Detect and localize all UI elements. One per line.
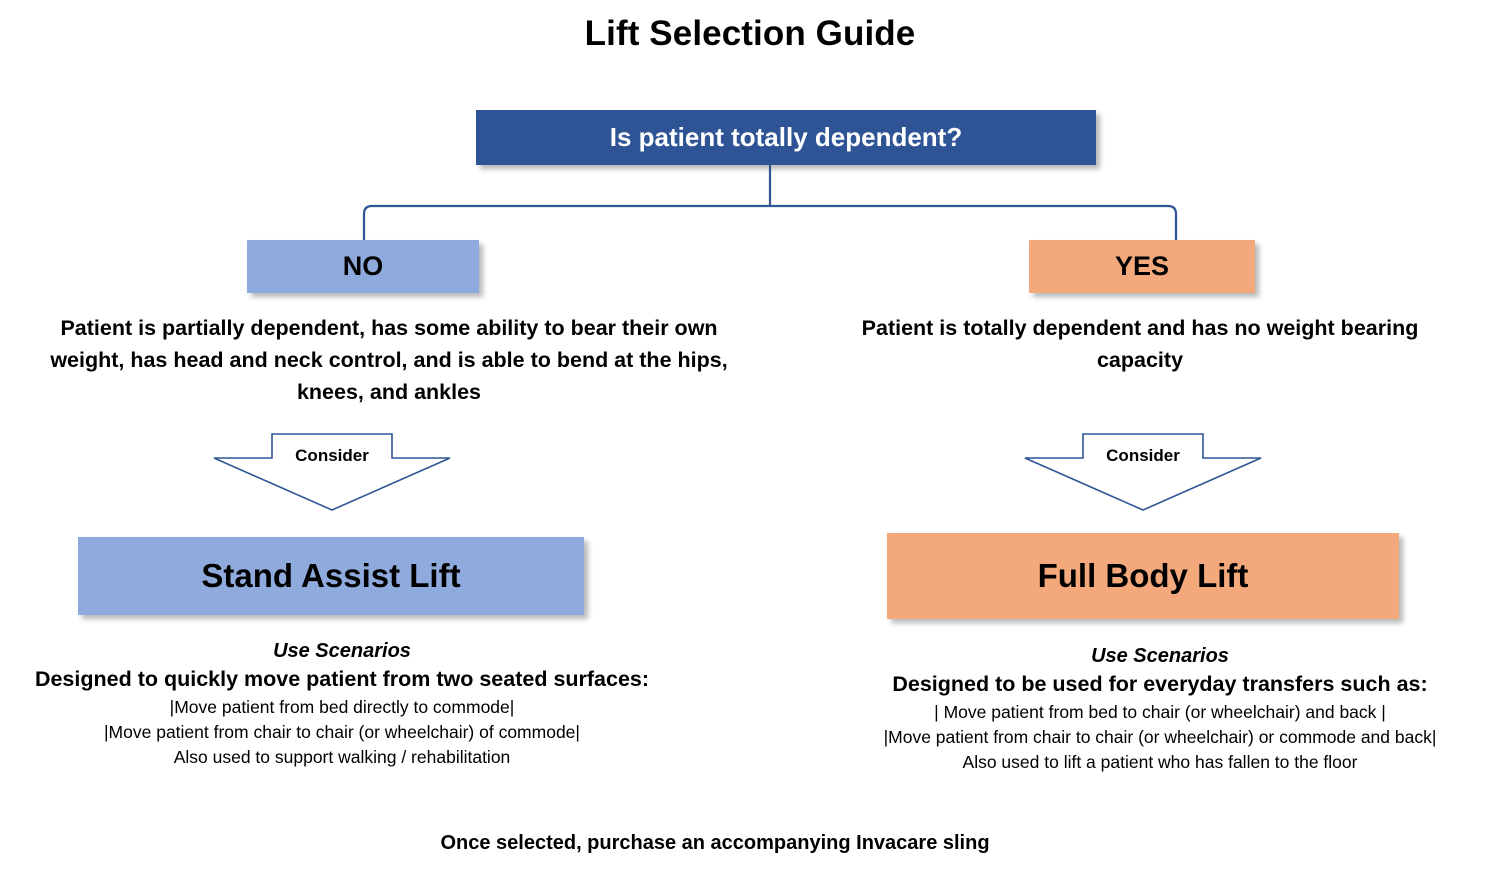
decision-box-root-label: Is patient totally dependent? xyxy=(609,122,963,152)
use-scenarios-right-heading: Use Scenarios xyxy=(1091,645,1229,667)
branch-description-left: Patient is partially dependent, has some… xyxy=(50,316,728,404)
result-box-stand-assist-lift[interactable]: Stand Assist Lift xyxy=(78,537,584,615)
use-scenarios-left: Use Scenarios Designed to quickly move p… xyxy=(0,640,684,770)
branch-box-no[interactable]: NO xyxy=(247,240,479,293)
branch-connector xyxy=(362,164,1178,244)
use-scenarios-left-lead: Designed to quickly move patient from tw… xyxy=(34,667,650,691)
use-scenarios-right-item: |Move patient from chair to chair (or wh… xyxy=(883,727,1437,747)
consider-arrow-right-label: Consider xyxy=(1106,446,1180,465)
branch-box-yes-label: YES xyxy=(1114,251,1170,281)
consider-arrow-left-label: Consider xyxy=(295,446,369,465)
use-scenarios-left-item: |Move patient from chair to chair (or wh… xyxy=(104,722,580,742)
footer-note: Once selected, purchase an accompanying … xyxy=(440,832,990,854)
result-box-full-body-lift[interactable]: Full Body Lift xyxy=(887,533,1399,619)
branch-box-yes[interactable]: YES xyxy=(1029,240,1255,293)
use-scenarios-right-item: | Move patient from bed to chair (or whe… xyxy=(934,702,1386,722)
use-scenarios-right-item: Also used to lift a patient who has fall… xyxy=(962,752,1358,772)
result-box-stand-assist-lift-label: Stand Assist Lift xyxy=(201,557,461,594)
down-arrow-icon xyxy=(1024,433,1262,511)
branch-description-right: Patient is totally dependent and has no … xyxy=(861,316,1419,372)
consider-arrow-right: Consider xyxy=(1023,432,1263,512)
result-box-full-body-lift-label: Full Body Lift xyxy=(1037,557,1249,594)
page-title: Lift Selection Guide xyxy=(584,14,916,53)
decision-box-root[interactable]: Is patient totally dependent? xyxy=(476,110,1096,165)
branch-box-no-label: NO xyxy=(342,251,384,281)
use-scenarios-right-lead: Designed to be used for everyday transfe… xyxy=(892,672,1428,696)
down-arrow-icon xyxy=(213,433,451,511)
use-scenarios-left-item: Also used to support walking / rehabilit… xyxy=(173,747,511,767)
consider-arrow-left: Consider xyxy=(212,432,452,512)
use-scenarios-right: Use Scenarios Designed to be used for ev… xyxy=(818,645,1500,775)
use-scenarios-left-item: |Move patient from bed directly to commo… xyxy=(169,697,515,717)
use-scenarios-left-heading: Use Scenarios xyxy=(273,640,411,662)
